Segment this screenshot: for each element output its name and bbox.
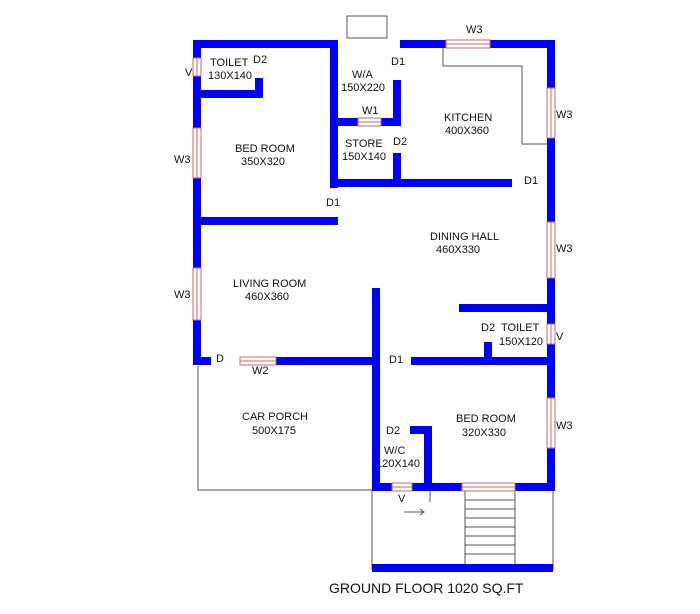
kitchen-counter-outline: [442, 44, 548, 145]
label-w3-left-top: W3: [174, 154, 191, 166]
window-v-wc: [391, 482, 413, 492]
label-d2-store: D2: [393, 136, 407, 148]
windows: [192, 39, 556, 492]
car-porch-name: CAR PORCH: [242, 411, 308, 423]
window-v-toilet1: [192, 57, 202, 77]
car-porch-outline: [197, 366, 372, 491]
wall-bedroom2-top: [411, 357, 555, 365]
toilet2-name: TOILET: [501, 322, 540, 334]
bedroom2-name: BED ROOM: [456, 413, 516, 425]
wall-living-bottom: [276, 357, 376, 365]
window-w3-left-top: [192, 127, 202, 179]
label-d2-wc: D2: [386, 425, 400, 437]
label-w1-wa: W1: [362, 105, 379, 117]
label-d1-wa: D1: [391, 56, 405, 68]
kitchen-name: KITCHEN: [444, 112, 492, 124]
label-d2-toilet1: D2: [253, 54, 267, 66]
plan-title: GROUND FLOOR 1020 SQ.FT: [329, 580, 524, 596]
dining-size: 460X330: [436, 244, 480, 256]
entry-arrow-head: [419, 508, 425, 516]
window-w2-living: [239, 356, 277, 366]
window-w3-left-mid: [192, 267, 202, 321]
wall-living-bottom-left: [193, 357, 211, 365]
wall-bottom-wc: [372, 483, 392, 491]
wall-wa-bottom-left: [338, 118, 358, 126]
opening-labels: V D2 W3 W3 D1 W1 D2 W3 W3 D1 D1 W3 D2 V …: [174, 24, 573, 505]
label-v-toilet1: V: [185, 67, 193, 79]
bedroom1-name: BED ROOM: [235, 143, 295, 155]
living-size: 460X360: [245, 291, 289, 303]
wall-wa-bottom-right: [381, 118, 401, 126]
toilet1-name: TOILET: [210, 57, 249, 69]
wall-stair-bottom: [372, 564, 553, 572]
wall-living-right: [372, 288, 380, 491]
wall-bottom-right: [515, 483, 555, 491]
kitchen-size: 400X360: [445, 125, 489, 137]
label-v-wc: V: [398, 493, 406, 505]
staircase: [429, 490, 516, 564]
dining-name: DINING HALL: [430, 231, 499, 243]
wall-toilet2-top: [459, 304, 555, 312]
wa-size: 150X220: [341, 82, 385, 94]
wall-store-right: [393, 153, 401, 183]
window-stair-bottom: [461, 482, 516, 492]
bedroom2-size: 320X330: [462, 427, 506, 439]
wall-kitchen-bottom: [330, 179, 512, 187]
wa-name: W/A: [352, 69, 373, 81]
wall-bedroom1-right: [330, 40, 338, 188]
label-w2-living: W2: [252, 365, 269, 377]
store-size: 150X140: [342, 151, 386, 163]
room-labels: TOILET 130X140 BED ROOM 350X320 W/A 150X…: [208, 57, 543, 470]
label-w3-right-mid: W3: [556, 243, 573, 255]
label-w3-top: W3: [466, 24, 483, 36]
living-name: LIVING ROOM: [233, 278, 306, 290]
window-w3-right-top: [546, 87, 556, 139]
label-w3-right-bottom: W3: [556, 420, 573, 432]
wall-toilet1-right: [255, 78, 263, 98]
label-d2-toilet2: D2: [481, 322, 495, 334]
label-d-living: D: [216, 353, 224, 365]
wall-wc-top: [410, 426, 432, 434]
car-porch-size: 500X175: [252, 425, 296, 437]
wall-left: [193, 40, 201, 365]
wc-size: 120X140: [376, 458, 420, 470]
wall-wa-right: [393, 80, 401, 126]
wall-toilet2-door-jamb: [484, 342, 492, 364]
window-w3-right-mid: [546, 221, 556, 279]
label-d1-bedroom1: D1: [326, 197, 340, 209]
chimney-outline: [346, 15, 388, 39]
wall-top-left: [193, 40, 338, 48]
thin-outlines: [197, 15, 554, 570]
window-w3-right-bottom: [546, 397, 556, 449]
window-v-toilet2: [546, 323, 556, 345]
wall-toilet1-bottom: [201, 90, 263, 98]
wc-name: W/C: [384, 445, 405, 457]
label-d1-kitchen: D1: [524, 175, 538, 187]
store-name: STORE: [345, 138, 383, 150]
toilet2-size: 150X120: [499, 336, 543, 348]
window-w1-wa: [357, 117, 382, 127]
wall-bottom-mid: [412, 483, 462, 491]
wall-wc-right: [424, 426, 432, 491]
wall-bedroom1-bottom: [201, 217, 338, 225]
label-v-toilet2: V: [556, 331, 564, 343]
bedroom1-size: 350X320: [241, 156, 285, 168]
label-w3-left-mid: W3: [174, 289, 191, 301]
toilet1-size: 130X140: [208, 70, 252, 82]
window-w3-top: [445, 39, 491, 49]
label-d1-bedroom2: D1: [389, 354, 403, 366]
label-w3-right-top: W3: [556, 109, 573, 121]
